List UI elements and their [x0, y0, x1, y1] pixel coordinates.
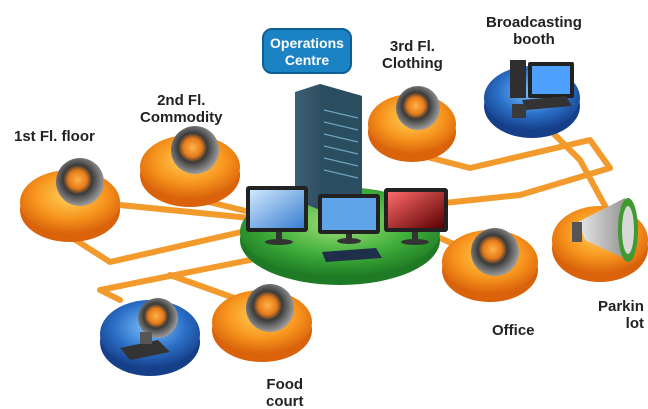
- speaker-icon: [471, 228, 519, 276]
- computer-icon: [510, 60, 574, 118]
- speaker-node-office: [442, 228, 538, 302]
- keyboard-icon: [322, 248, 382, 262]
- node-label-broadcasting-booth: Broadcasting booth: [486, 14, 582, 48]
- speaker-node-parking-lot: [552, 198, 648, 282]
- monitor-icon: [246, 186, 308, 245]
- server-rack-icon: [295, 84, 362, 210]
- broadcasting-booth-node: [484, 60, 580, 138]
- microphone-station-node: [100, 298, 200, 376]
- speaker-node-food-court: [212, 284, 312, 362]
- speaker-icon: [171, 126, 219, 174]
- speaker-node-third-floor: [368, 86, 456, 162]
- node-label-third-floor: 3rd Fl. Clothing: [382, 38, 443, 72]
- node-label-office: Office: [492, 322, 535, 339]
- monitor-icon: [384, 188, 448, 245]
- node-label-food-court: Food court: [266, 376, 304, 409]
- speaker-icon: [56, 158, 104, 206]
- speaker-node-first-floor: [20, 158, 120, 242]
- node-label-second-floor: 2nd Fl. Commodity: [140, 92, 223, 126]
- speaker-node-second-floor: [140, 126, 240, 207]
- megaphone-icon: [572, 198, 638, 262]
- speaker-icon: [246, 284, 294, 332]
- microphone-icon: [120, 332, 170, 360]
- monitor-icon: [318, 194, 380, 244]
- node-label-first-floor: 1st Fl. floor: [14, 128, 95, 145]
- node-label-parking-lot: Parking lot: [598, 298, 644, 332]
- speaker-icon: [396, 86, 440, 130]
- operations-centre-label: Operations Centre: [262, 28, 352, 74]
- speaker-icon: [138, 298, 178, 338]
